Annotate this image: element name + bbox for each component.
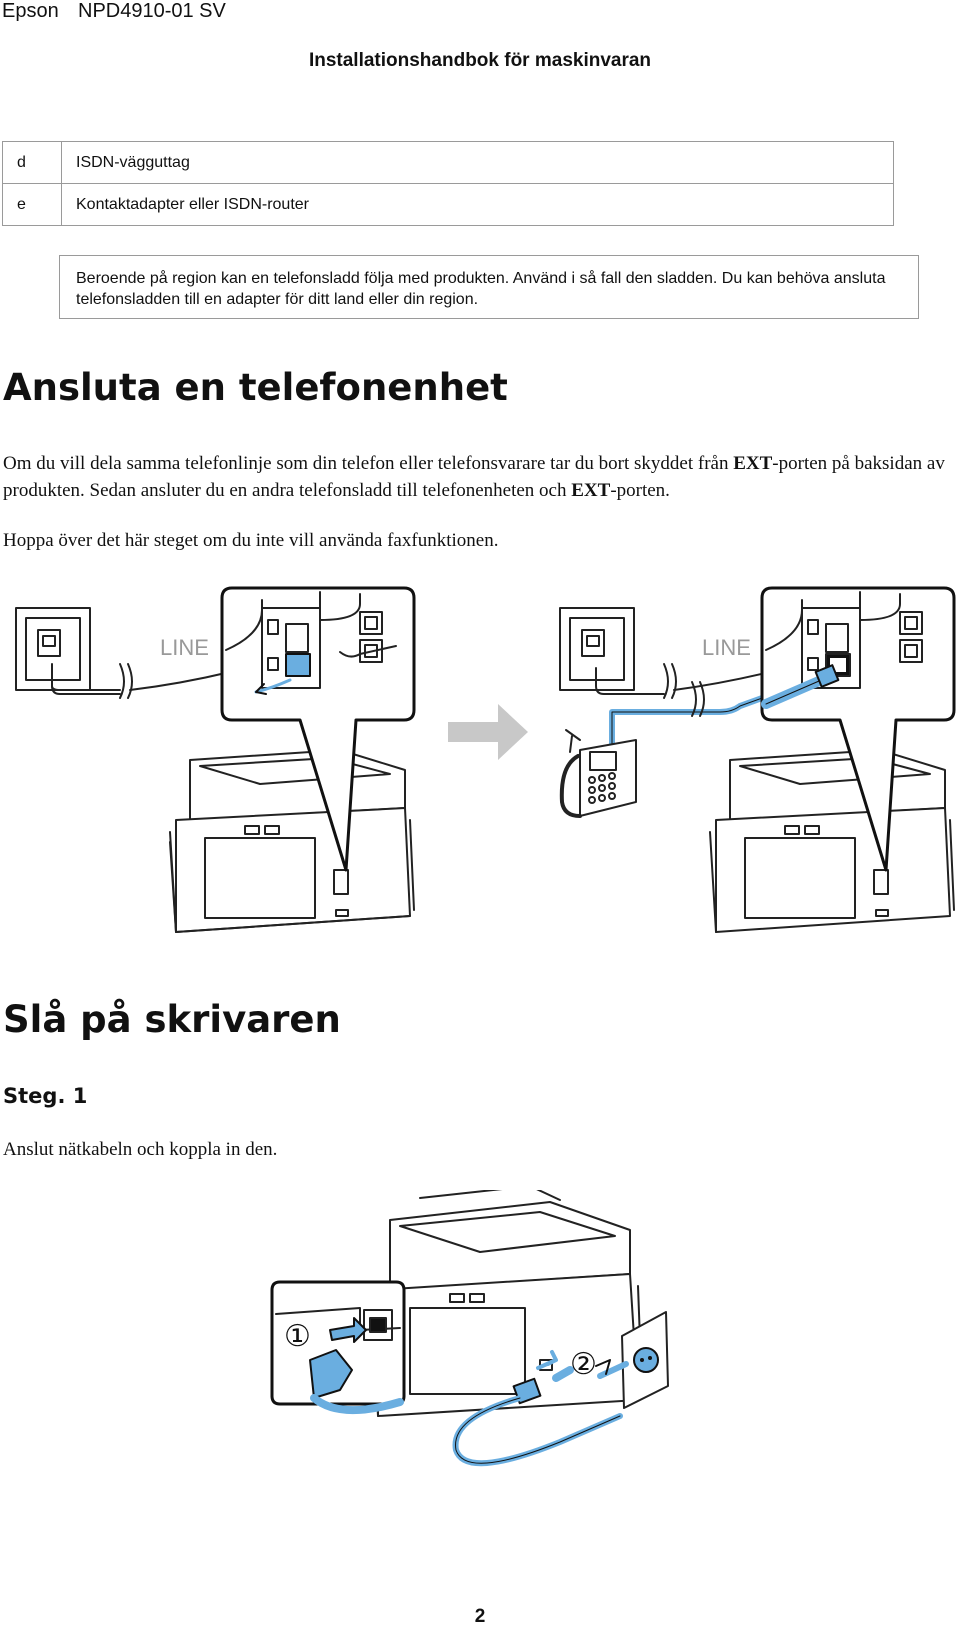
telephone-icon <box>559 729 637 818</box>
cable-label-line: LINE <box>160 635 209 660</box>
skip-note: Hoppa över det här steget om du inte vil… <box>3 530 499 551</box>
legend-label: ISDN-vägguttag <box>61 141 894 184</box>
manual-title: Installationshandbok för maskinvaran <box>308 50 652 71</box>
table-row: e Kontaktadapter eller ISDN-router <box>2 183 894 226</box>
document-code: NPD4910-01 SV <box>78 0 226 22</box>
cable-label-line: LINE <box>702 635 751 660</box>
phone-connection-figure: LINE LINE <box>15 586 956 933</box>
page-number: 2 <box>474 1606 486 1627</box>
phone-instructions: Om du vill dela samma telefonlinje som d… <box>3 450 955 504</box>
note-box: Beroende på region kan en telefonsladd f… <box>59 255 919 319</box>
power-instruction: Anslut nätkabeln och koppla in den. <box>3 1139 278 1160</box>
legend-key: e <box>2 183 62 226</box>
text-run: -porten på baksidan av produkten. Sedan … <box>3 453 945 501</box>
port-callout <box>220 586 416 872</box>
ext-port-label: EXT <box>733 453 773 474</box>
step-label: Steg. 1 <box>3 1084 88 1108</box>
text-run: Om du vill dela samma telefonlinje som d… <box>3 453 734 474</box>
legend-label: Kontaktadapter eller ISDN-router <box>61 183 894 226</box>
table-row: d ISDN-vägguttag <box>2 141 894 184</box>
power-outlet-icon <box>621 1311 669 1409</box>
legend-key: d <box>2 141 62 184</box>
callout-number: ② <box>570 1348 597 1381</box>
power-inlet-callout: ① <box>270 1280 406 1414</box>
port-callout <box>760 586 956 872</box>
arrow-right-icon <box>448 704 528 760</box>
ext-port-label: EXT <box>571 480 611 501</box>
power-connection-figure: ① ② <box>270 1190 669 1467</box>
insert-arrow <box>536 1350 558 1370</box>
printer-icon <box>709 749 955 933</box>
section-heading-power: Slå på skrivaren <box>3 998 341 1041</box>
legend-table: d ISDN-vägguttag e Kontaktadapter eller … <box>2 141 894 226</box>
text-run: -porten. <box>610 480 670 501</box>
printer-icon <box>169 749 415 933</box>
printer-icon <box>371 1190 643 1417</box>
section-heading-phone: Ansluta en telefonenhet <box>3 366 508 409</box>
brand-name: Epson <box>2 0 59 22</box>
callout-number: ① <box>284 1320 311 1353</box>
power-plug-icon <box>309 1349 404 1414</box>
